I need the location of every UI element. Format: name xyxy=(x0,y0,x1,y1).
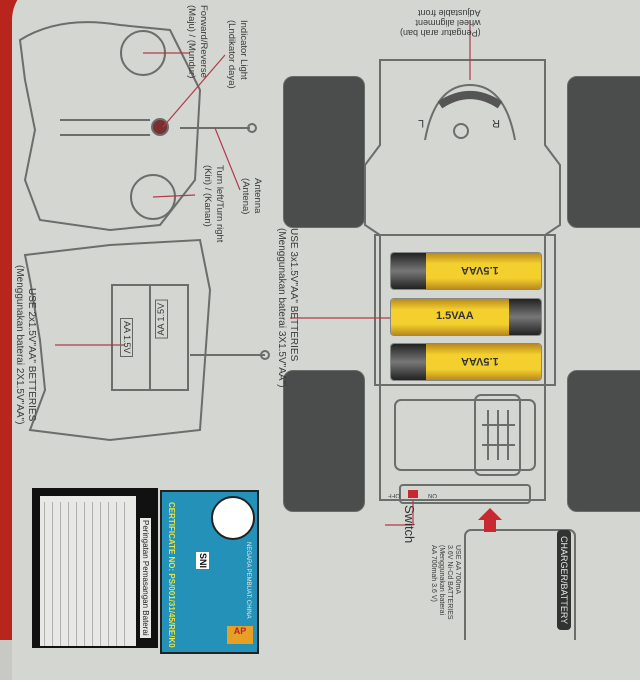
tx-cell-label: AA 1.5V xyxy=(155,300,168,339)
tx-battery-slot-2 xyxy=(149,284,189,391)
ap-badge: AP xyxy=(227,626,253,644)
charger-note-id: (Menggunakan baterai xyxy=(438,545,445,616)
car-chassis xyxy=(364,59,561,501)
battery-label: 1.5VAA xyxy=(436,310,474,322)
diagram-lineart xyxy=(18,20,576,640)
transmitter-outline-bottom xyxy=(23,238,212,442)
charger-note: USE AA 700mA xyxy=(454,545,461,595)
switch-knob xyxy=(408,490,418,498)
tire-front-left xyxy=(283,76,365,228)
antenna-label-id: (Antena) xyxy=(240,178,251,215)
forward-reverse-label-id: (Maju) / (Mundur) xyxy=(186,5,197,79)
car-battery-3: 1.5VAA xyxy=(390,343,542,381)
dial-right-label: R xyxy=(492,117,500,129)
battery-warning-panel: Peringatan Pemasangan Baterai xyxy=(32,488,158,648)
alignment-dial xyxy=(424,83,516,141)
forward-reverse-label: Forward/Reverse xyxy=(198,5,209,78)
turn-label: Turn left/Turn right xyxy=(214,165,225,243)
country-of-origin: NEGARA PEMBUAT: CHINA xyxy=(245,542,251,619)
turn-stick xyxy=(130,174,176,220)
car-battery-1: 1.5VAA xyxy=(390,252,542,290)
indicator-light-label-id: (Lndikator daya) xyxy=(226,20,237,89)
charger-battery-tab: CHARGER/BATTERY xyxy=(557,530,571,631)
dial-left-label: L xyxy=(418,117,425,129)
antenna-label: Antenna xyxy=(252,178,263,214)
turn-label-id: (Kiri) / (Kanan) xyxy=(202,165,213,227)
tire-front-right xyxy=(567,76,640,228)
sni-mark: SNI xyxy=(196,552,209,570)
tire-rear-left xyxy=(283,370,365,512)
indicator-light-label: Indicator Light xyxy=(238,20,249,80)
alignment-label: (Pengatur arah ban) wheel alignment Adju… xyxy=(400,8,481,38)
certificate-number: CERTIFICATE NO: PS/001/31/45/RE/K0 xyxy=(167,502,176,648)
warning-title: Peringatan Pemasangan Baterai xyxy=(140,518,151,638)
switch-on-label: ON xyxy=(428,492,437,498)
charger-box xyxy=(464,529,576,640)
tire-rear-right xyxy=(567,370,640,512)
tx-battery-note: USE 2x1.5V"AA" BETTERIES xyxy=(26,288,37,422)
transmitter-outline-top xyxy=(18,21,202,232)
certificate-panel: CERTIFICATE NO: PS/001/31/45/RE/K0 SNI N… xyxy=(160,490,259,654)
charger-note-id-2: AA 700mah 3.6 V) xyxy=(430,545,437,602)
tx-battery-note-id: (Menggunakan baterai 2X1.5V"AA") xyxy=(14,265,25,425)
warning-text-block xyxy=(40,496,136,646)
battery-label: 1.5VAA xyxy=(461,355,499,367)
charger-note-2: 3.6V Ni-Cd BATTERIES xyxy=(446,545,453,620)
battery-label: 1.5VAA xyxy=(461,264,499,276)
car-battery-bay xyxy=(374,234,556,386)
car-battery-note-id: (Menggunakan baterai 3X1.5V"AA") xyxy=(276,228,287,388)
car-battery-2: 1.5VAA xyxy=(390,298,542,336)
sni-logo-icon xyxy=(211,496,255,540)
switch-label: Switch xyxy=(402,505,417,544)
charger-port-arrow xyxy=(478,508,502,532)
tx-cell-label: AA 1.5V xyxy=(120,318,133,357)
switch-off-label: OFF xyxy=(388,492,400,498)
car-battery-note: USE 3x1.5V"AA" BETTERIES xyxy=(288,228,299,362)
